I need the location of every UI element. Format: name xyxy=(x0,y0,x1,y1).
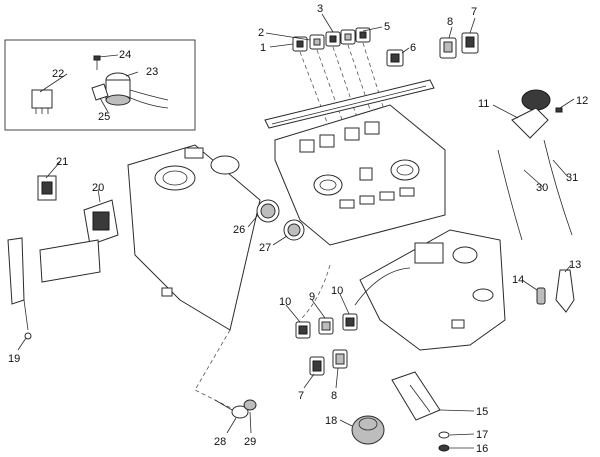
knob-26 xyxy=(256,199,280,223)
control-unit-11 xyxy=(511,89,551,139)
callout-16: 16 xyxy=(476,443,488,455)
washer-17 xyxy=(438,431,450,439)
bracket-left xyxy=(7,237,101,340)
callout-25: 25 xyxy=(98,111,110,123)
callout-20: 20 xyxy=(92,182,104,194)
left-console-shell xyxy=(127,144,261,331)
callout-6: 6 xyxy=(410,42,416,54)
switch-5 xyxy=(355,27,371,43)
switch-8-bottom xyxy=(332,349,348,369)
callout-9: 9 xyxy=(309,291,315,303)
switch-1 xyxy=(292,36,308,52)
callout-10-left: 10 xyxy=(279,296,291,308)
lower-right-console xyxy=(359,229,506,351)
module-21 xyxy=(37,175,57,201)
switch-7-top xyxy=(461,32,479,54)
callout-3: 3 xyxy=(317,3,323,15)
callout-31: 31 xyxy=(566,172,578,184)
callout-19: 19 xyxy=(8,353,20,365)
switch-10-right xyxy=(342,313,358,331)
callout-29: 29 xyxy=(244,436,256,448)
center-panel xyxy=(274,104,446,246)
callout-17: 17 xyxy=(476,429,488,441)
callout-8-bottom: 8 xyxy=(331,390,337,402)
gear-lever-13 xyxy=(555,269,575,313)
callout-14: 14 xyxy=(512,274,524,286)
callout-27: 27 xyxy=(259,242,271,254)
switch-7-bottom xyxy=(309,356,325,376)
console-arrow xyxy=(354,267,411,306)
screw-24 xyxy=(93,55,101,70)
module-20 xyxy=(83,199,119,246)
callout-7-top: 7 xyxy=(471,6,477,18)
callout-24: 24 xyxy=(119,49,131,61)
callout-8-top: 8 xyxy=(447,16,453,28)
callout-23: 23 xyxy=(146,66,158,78)
switch-9 xyxy=(318,317,334,335)
cable-30 xyxy=(497,149,523,241)
callout-7-bottom: 7 xyxy=(298,390,304,402)
nut-16 xyxy=(438,444,450,452)
switch-6 xyxy=(386,49,404,67)
callout-labels: 1 2 3 5 6 8 7 11 12 24 22 23 25 21 20 26… xyxy=(8,3,588,455)
callout-5: 5 xyxy=(384,21,390,33)
bushing-14 xyxy=(536,287,546,305)
switch-3 xyxy=(325,31,341,47)
switch-2 xyxy=(309,34,325,50)
callout-18: 18 xyxy=(325,415,337,427)
callout-22: 22 xyxy=(52,68,64,80)
bracket-15 xyxy=(391,371,441,421)
relay-22 xyxy=(31,89,53,114)
callout-15: 15 xyxy=(476,406,488,418)
leader-lines xyxy=(17,13,575,449)
knob-18 xyxy=(351,415,385,445)
relay-holder-23 xyxy=(105,72,169,109)
switch-4 xyxy=(340,29,356,45)
callout-30: 30 xyxy=(536,182,548,194)
connector-28-29 xyxy=(214,399,257,419)
callout-10-right: 10 xyxy=(331,285,343,297)
callout-21: 21 xyxy=(56,156,68,168)
rail-bar xyxy=(264,79,435,129)
screw-12 xyxy=(555,107,563,113)
bracket-25 xyxy=(91,83,109,101)
callout-1: 1 xyxy=(260,42,266,54)
callout-2: 2 xyxy=(258,27,264,39)
cable-31 xyxy=(543,139,573,236)
callout-11: 11 xyxy=(478,98,489,110)
switch-8-top xyxy=(439,37,457,59)
callout-28: 28 xyxy=(214,436,226,448)
inset-frame xyxy=(4,39,196,131)
knob-27 xyxy=(283,219,305,241)
callout-26: 26 xyxy=(233,224,245,236)
callout-13: 13 xyxy=(569,259,581,271)
switch-10-left xyxy=(295,321,311,339)
callout-12: 12 xyxy=(576,95,588,107)
